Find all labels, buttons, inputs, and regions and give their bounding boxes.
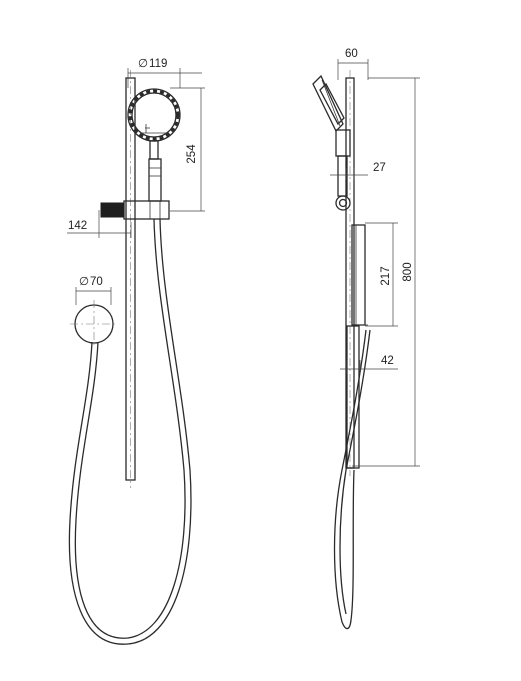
dim-wall-flange-diameter: ∅70 — [79, 276, 103, 288]
side-hose — [333, 329, 367, 630]
side-view — [312, 70, 371, 630]
side-lower-bar — [346, 325, 360, 469]
dim-head-height: 254 — [186, 144, 198, 164]
dim-head-diameter: ∅119 — [138, 58, 167, 70]
front-shower-head — [127, 88, 181, 142]
dim-total-height: 800 — [402, 262, 414, 281]
dim-side-bracket-height: 217 — [380, 266, 392, 285]
side-dimensions — [330, 59, 420, 467]
side-knob — [335, 195, 351, 211]
front-handset-handle — [148, 158, 162, 202]
dim-side-bottom-offset: 42 — [381, 355, 394, 367]
front-dimensions — [67, 68, 205, 305]
front-handset-neck — [149, 140, 159, 160]
dim-side-top-width: 60 — [345, 48, 358, 60]
front-slider-bracket — [100, 200, 170, 220]
front-wall-flange — [70, 300, 118, 348]
front-hose — [74, 218, 186, 639]
dim-side-arm-offset: 27 — [373, 162, 386, 174]
side-shower-head — [312, 74, 345, 133]
side-handset — [335, 129, 351, 157]
side-wall-bracket — [351, 224, 366, 326]
front-view — [68, 70, 192, 645]
dim-bracket-offset: 142 — [68, 220, 87, 232]
